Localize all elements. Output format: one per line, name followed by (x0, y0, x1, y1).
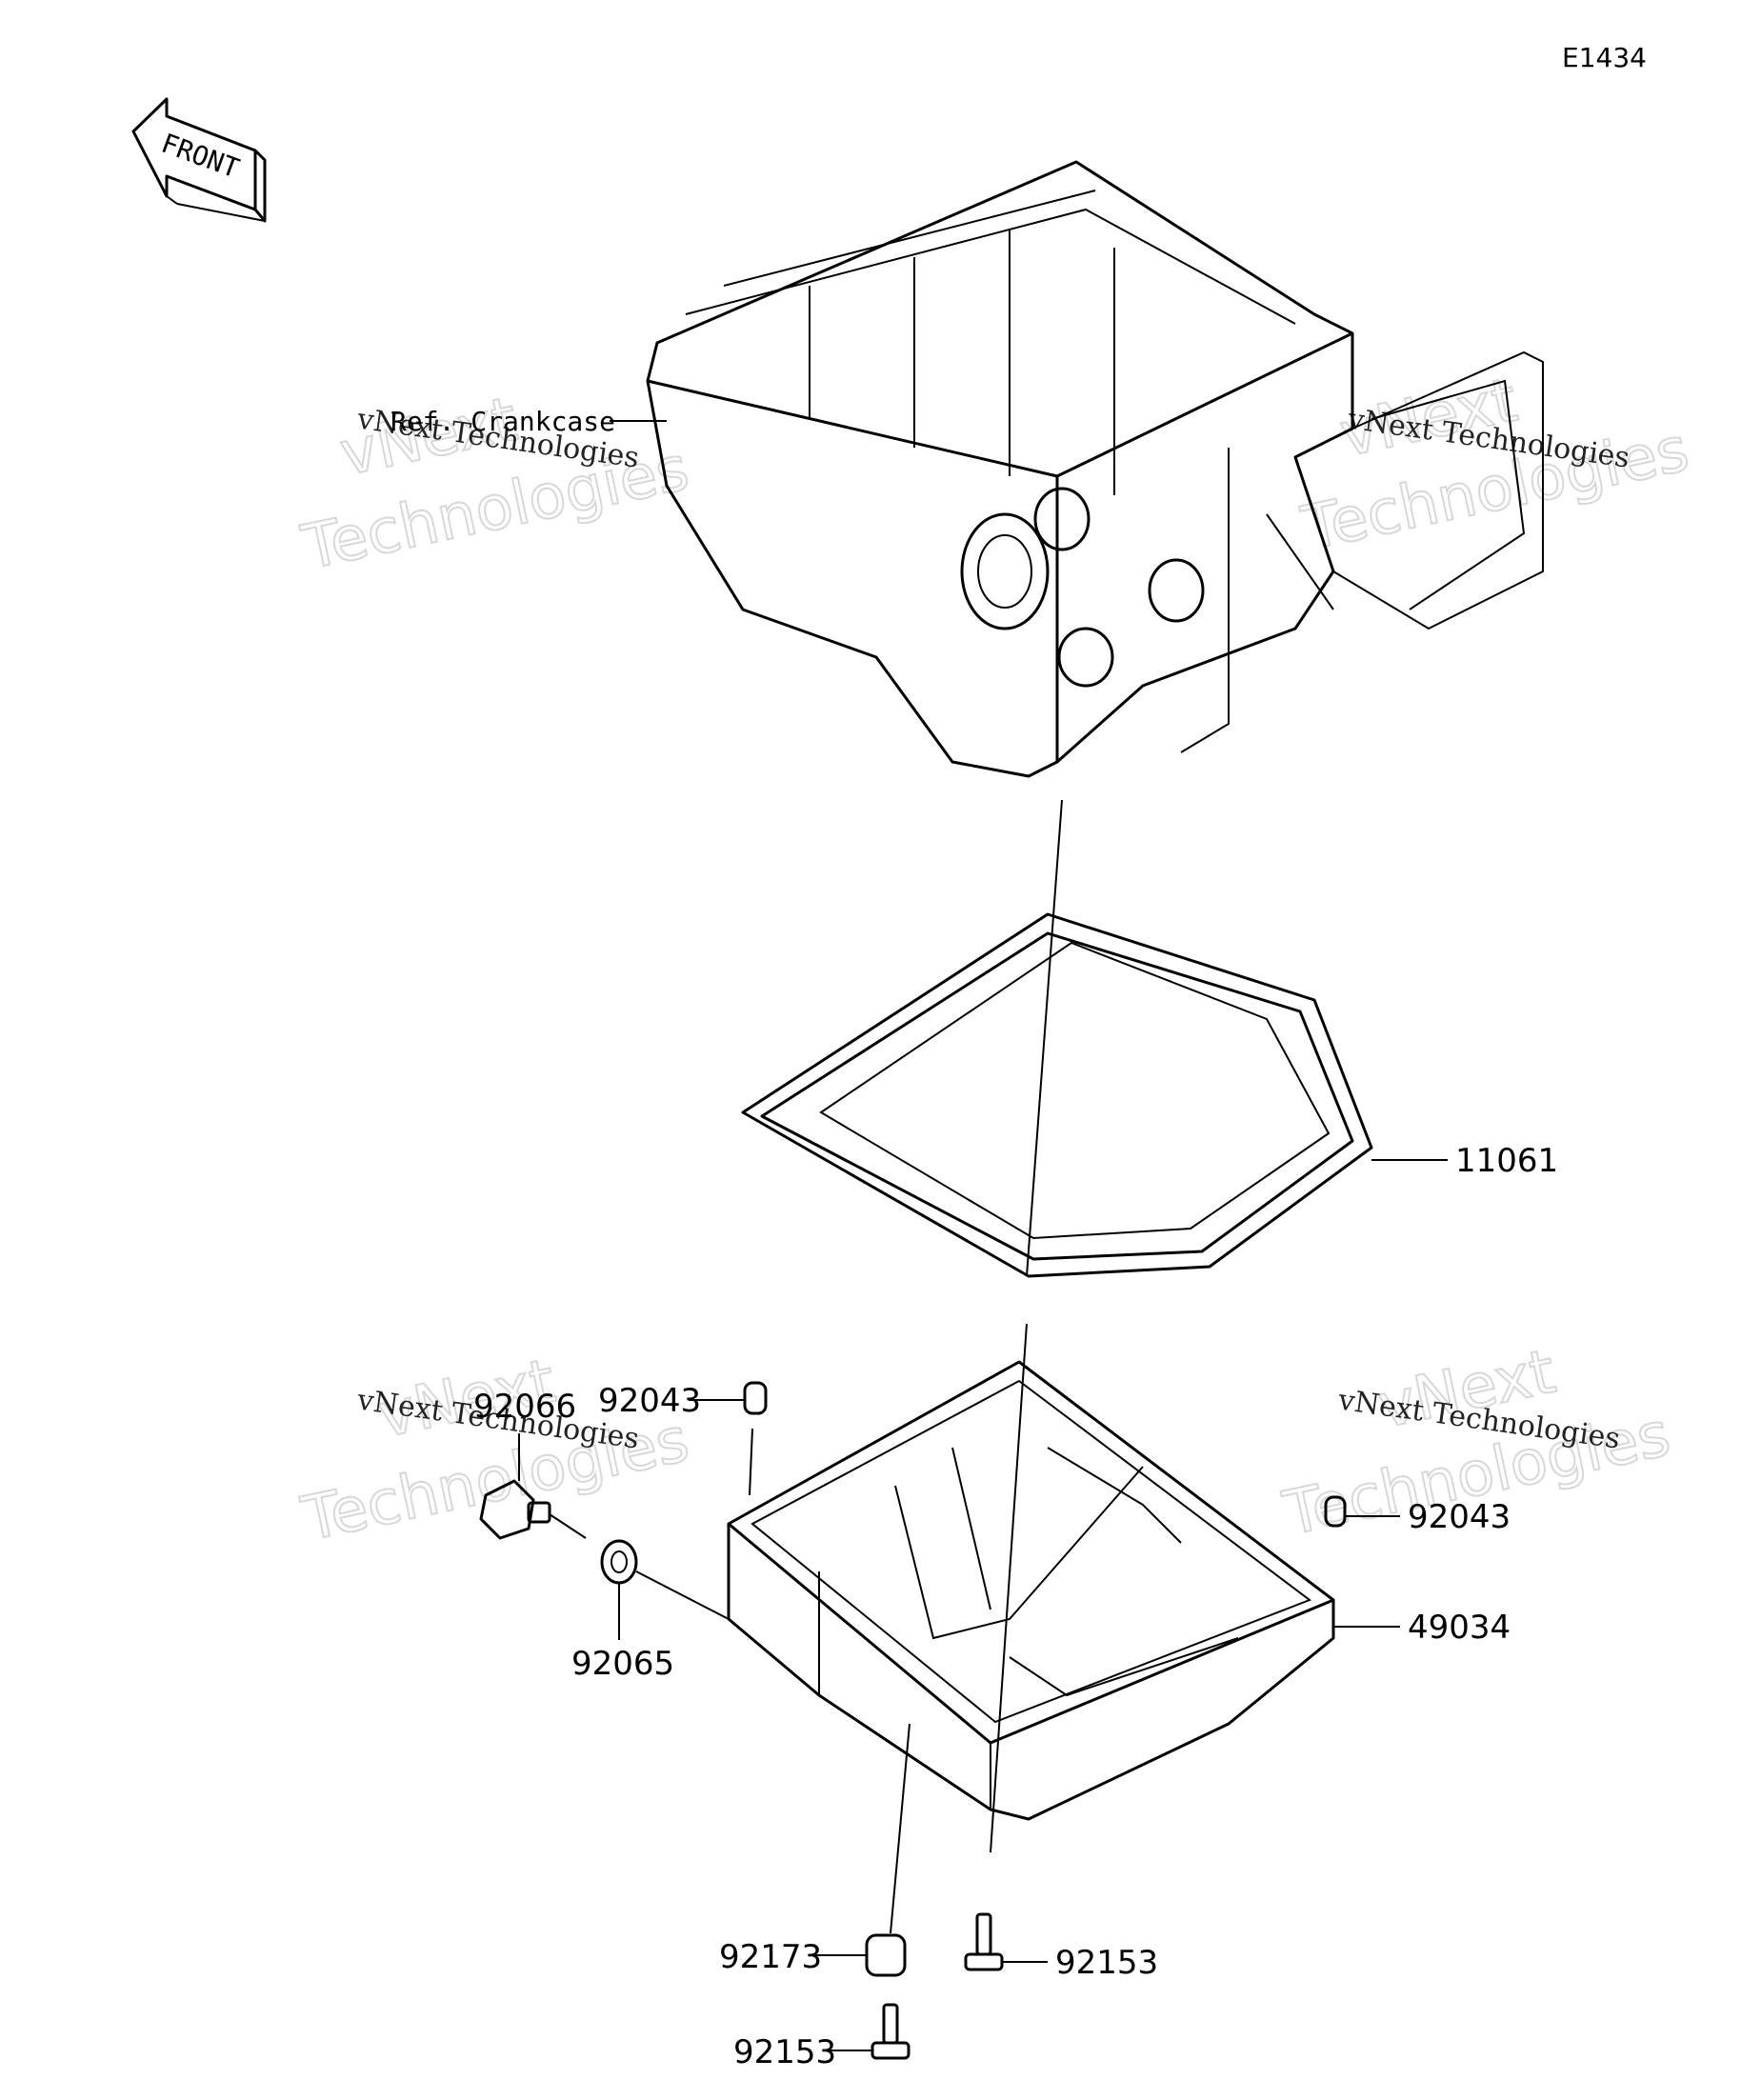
oil-pan-part-number: 49034 (1408, 1609, 1511, 1647)
bolt-right-icon (964, 1912, 1004, 1971)
center-line (1026, 799, 1063, 1277)
bolt-right-part-number: 92153 (1055, 1944, 1158, 1982)
front-arrow-icon: FRONT (131, 97, 267, 223)
drain-plug-part-number: 92066 (473, 1388, 576, 1426)
oil-pan-gasket (741, 912, 1373, 1278)
watermark-bottom-right: vNext Technologies vNext Technologies (1276, 1336, 1677, 1551)
diagram-id: E1434 (1562, 42, 1647, 73)
oil-pan (727, 1360, 1335, 1821)
bolt-bottom-part-number: 92153 (733, 2033, 836, 2071)
washer-axis (635, 1570, 730, 1620)
dowel-left-axis (749, 1428, 753, 1496)
crankcase-illustration (646, 160, 1544, 778)
center-line-lower (990, 1323, 1028, 1853)
dowel-left-part-number: 92043 (598, 1382, 701, 1420)
watermark-top-right: vNext Technologies vNext Technologies (1295, 365, 1696, 567)
drain-plug-axis (549, 1513, 587, 1539)
gasket-part-number: 11061 (1455, 1142, 1558, 1180)
dowel-right-part-number: 92043 (1408, 1498, 1511, 1536)
gasket-washer-icon (600, 1539, 638, 1585)
watermark-bottom-left: vNext Technologies vNext Technologies (295, 1346, 696, 1557)
clamp-icon (865, 1933, 907, 1977)
ref-crankcase-label: Ref. Crankcase (390, 406, 615, 437)
dowel-pin-right-icon (1324, 1495, 1347, 1528)
bolt-bottom-icon (870, 2003, 911, 2060)
washer-part-number: 92065 (571, 1645, 674, 1683)
dowel-pin-left-icon (743, 1381, 768, 1415)
watermark-top-left: vNext Technologies vNext Technologies (295, 384, 696, 586)
clamp-part-number: 92173 (719, 1938, 822, 1976)
clamp-axis (890, 1723, 911, 1934)
drain-plug-icon (479, 1479, 551, 1540)
front-label: FRONT (157, 128, 244, 185)
